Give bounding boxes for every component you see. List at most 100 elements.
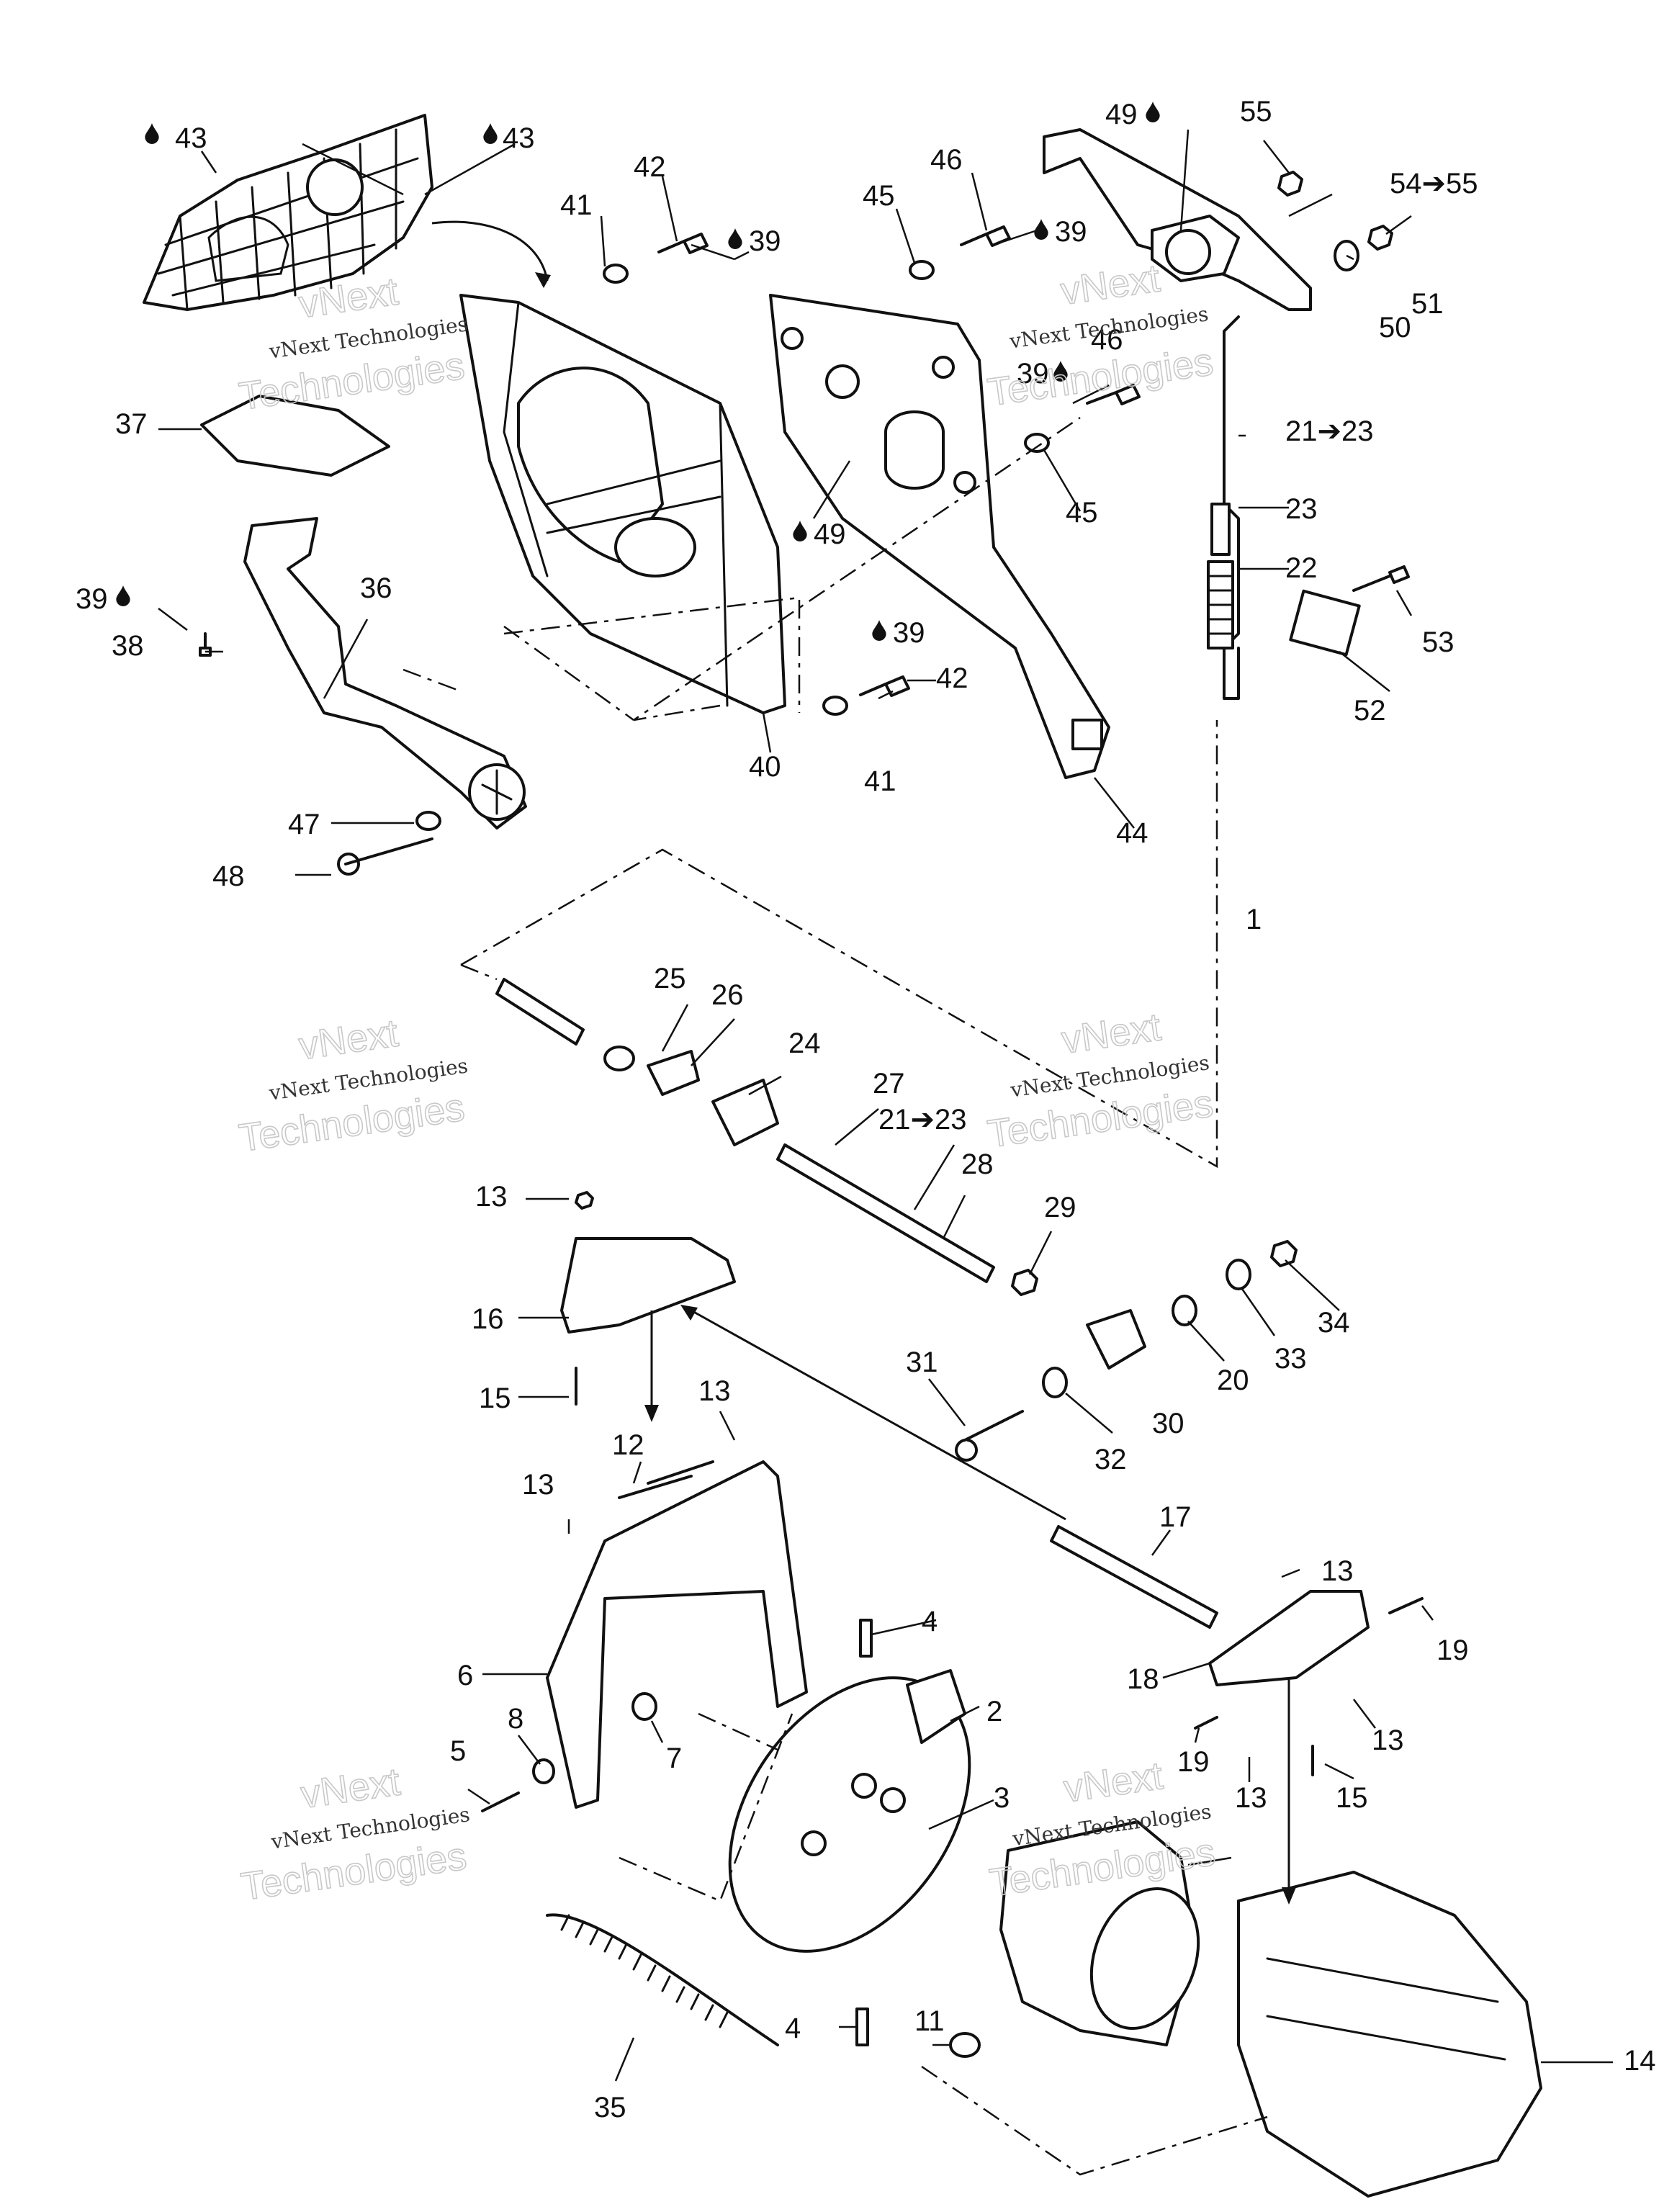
alignment-line-ring <box>619 1712 793 1902</box>
pump-part-1 <box>999 1820 1200 2046</box>
callout-30: 30 <box>1152 1408 1184 1439</box>
callout-21-23-mid: 21➔23 <box>878 1104 967 1136</box>
arrow-17-to-16 <box>691 1309 1066 1521</box>
callout-32: 32 <box>1094 1444 1127 1475</box>
callout-44: 44 <box>1116 817 1148 849</box>
callout-6: 6 <box>457 1660 473 1691</box>
callout-39-top: 39 <box>749 225 781 257</box>
screw-part-4-top <box>859 1619 873 1658</box>
watermark-text: vNext <box>296 1012 400 1069</box>
bolt-part-48 <box>337 837 433 876</box>
callout-43-left: 43 <box>175 122 207 154</box>
nut-part-51 <box>1367 225 1393 251</box>
alignment-box-middle <box>460 720 1218 1169</box>
screw-part-19-right <box>1388 1597 1424 1614</box>
screw-part-38 <box>199 632 212 657</box>
alignment-line-pedal <box>403 625 634 721</box>
drop-icon <box>793 521 807 541</box>
washer-part-41-top <box>603 264 629 284</box>
guard-part-14 <box>1237 1871 1542 2198</box>
watermark-5: vNext vNext Technologies Technologies <box>238 1760 471 1910</box>
clip-part-26 <box>647 1050 700 1096</box>
callout-13-left: 13 <box>522 1469 554 1501</box>
callout-19-right: 19 <box>1437 1635 1469 1666</box>
bracket-part-18 <box>1208 1590 1370 1686</box>
link-part-17 <box>1050 1525 1218 1629</box>
callout-51: 51 <box>1411 288 1444 320</box>
callout-55: 55 <box>1240 96 1272 127</box>
drop-icon <box>483 123 498 144</box>
callout-3: 3 <box>994 1782 1010 1814</box>
bracket-plate-part-44 <box>769 294 1110 779</box>
callout-38: 38 <box>112 630 144 662</box>
callout-16: 16 <box>472 1303 504 1335</box>
callout-22: 22 <box>1285 552 1318 584</box>
callout-25: 25 <box>654 963 686 994</box>
callout-13-right: 13 <box>1372 1725 1404 1756</box>
bolt-part-42-top <box>657 233 709 254</box>
callout-11: 11 <box>914 2005 945 2037</box>
bolt-part-46-side <box>1086 384 1141 405</box>
callout-4-bottom: 4 <box>785 2013 801 2044</box>
arrowhead <box>680 1305 698 1321</box>
callout-54-55: 54➔55 <box>1390 168 1478 199</box>
bolt-part-53 <box>1352 565 1410 592</box>
washer-part-41-low <box>822 696 848 716</box>
link-part-30 <box>1086 1309 1146 1370</box>
watermark-text: vNext <box>1061 1754 1166 1811</box>
callout-26: 26 <box>711 979 744 1011</box>
callout-1: 1 <box>1246 904 1262 935</box>
washer-part-47 <box>415 811 441 831</box>
washer-part-32 <box>1042 1367 1068 1398</box>
drop-icon <box>145 123 159 144</box>
callout-13-top: 13 <box>475 1181 508 1213</box>
callout-23: 23 <box>1285 493 1318 525</box>
callout-13-right-top: 13 <box>1321 1555 1354 1587</box>
arrow-43-to-40 <box>431 220 549 282</box>
callout-7: 7 <box>666 1743 682 1774</box>
washer-part-45-side <box>1024 433 1050 453</box>
housing-part-40 <box>459 294 786 714</box>
spacer-part-8 <box>532 1758 555 1784</box>
callout-24: 24 <box>788 1028 821 1059</box>
watermark-4: vNext vNext Technologies Technologies <box>984 1004 1216 1156</box>
callout-39-side: 39 <box>1017 358 1049 390</box>
callout-42-low: 42 <box>936 662 968 694</box>
spacer-part-20 <box>1172 1295 1197 1326</box>
nut-part-55 <box>1277 171 1303 197</box>
callout-21-23-top: 21➔23 <box>1285 415 1374 447</box>
callout-50: 50 <box>1379 312 1411 343</box>
drop-icon <box>116 585 130 606</box>
plate-part-52 <box>1289 589 1361 657</box>
washer-part-25 <box>603 1046 635 1071</box>
callout-33: 33 <box>1274 1343 1307 1375</box>
drop-icon <box>1146 102 1160 122</box>
bolt-part-42-low <box>859 675 910 697</box>
watermark-3: vNext vNext Technologies Technologies <box>235 1011 469 1161</box>
callout-5: 5 <box>450 1735 466 1767</box>
arrowhead <box>535 272 551 288</box>
nut-part-13-top <box>575 1191 594 1210</box>
bushing-part-24 <box>711 1079 779 1146</box>
drop-icon <box>872 620 886 641</box>
callout-29: 29 <box>1044 1192 1076 1223</box>
drop-icon <box>1034 219 1048 240</box>
callout-28: 28 <box>961 1148 994 1180</box>
pins-part-12 <box>618 1460 714 1499</box>
ring-part-2-3 <box>728 1669 971 1953</box>
callout-46-top: 46 <box>930 144 963 176</box>
nut-part-34 <box>1270 1240 1298 1267</box>
callout-45-top: 45 <box>863 180 895 212</box>
callout-34: 34 <box>1318 1307 1350 1339</box>
callout-17: 17 <box>1159 1501 1192 1533</box>
cable-part-21-23 <box>1207 315 1240 700</box>
callout-49-top: 49 <box>1105 99 1138 130</box>
callout-15-right: 15 <box>1336 1782 1368 1814</box>
callout-31: 31 <box>906 1346 938 1378</box>
callout-18: 18 <box>1127 1663 1159 1695</box>
callout-41-low: 41 <box>864 765 896 797</box>
bolt-part-31 <box>955 1410 1024 1462</box>
screw-part-19-left <box>1194 1716 1218 1730</box>
bushing-part-7 <box>631 1692 657 1721</box>
callout-12: 12 <box>612 1429 644 1461</box>
